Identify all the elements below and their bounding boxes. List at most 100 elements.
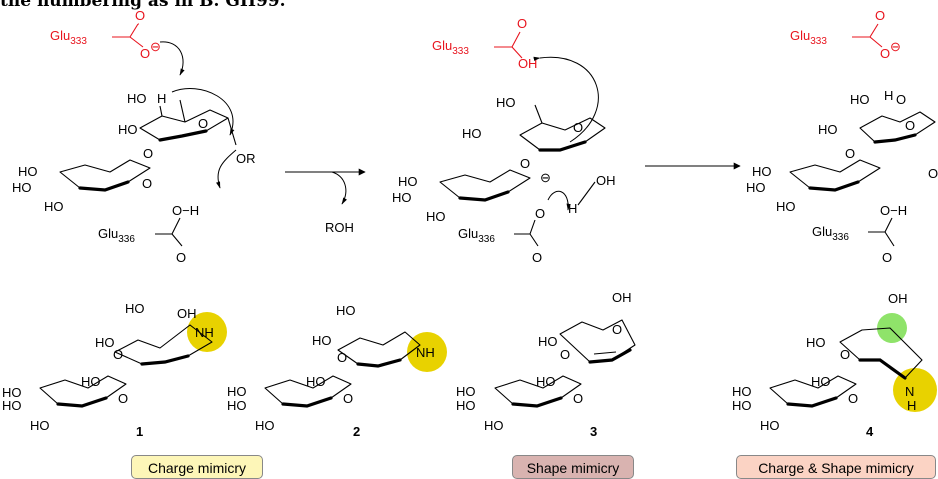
svg-text:O: O [532, 250, 542, 265]
svg-text:HO: HO [456, 398, 476, 413]
shape-spot [877, 313, 907, 343]
svg-text:NH: NH [416, 345, 435, 360]
svg-text:O: O [880, 46, 890, 61]
intermediate-structure: Glu333 O O H HO HO O O HO HO HO ⊖ H OH G… [392, 16, 616, 265]
svg-text:OH: OH [596, 173, 616, 188]
svg-text:HO: HO [44, 199, 64, 214]
svg-text:HO: HO [18, 164, 38, 179]
compound-2: HO NH HO O HO HO HO HO O 2 [227, 303, 447, 439]
shape-mimicry-tag: Shape mimicry [512, 455, 634, 479]
svg-text:HO: HO [255, 418, 275, 433]
svg-text:H: H [568, 201, 577, 216]
svg-text:O: O [848, 391, 858, 406]
svg-text:O: O [135, 8, 145, 23]
svg-text:O: O [140, 46, 150, 61]
svg-text:HO: HO [127, 91, 147, 106]
svg-text:O: O [560, 347, 570, 362]
svg-text:HO: HO [426, 209, 446, 224]
svg-text:HO: HO [538, 334, 558, 349]
svg-text:O: O [142, 176, 152, 191]
svg-text:H: H [157, 91, 166, 106]
svg-text:O−H: O−H [172, 203, 199, 218]
substrate-structure: Glu333 O O ⊖ HO H HO O OR O HO HO H [12, 8, 256, 265]
svg-text:Glu336: Glu336 [812, 224, 849, 243]
svg-text:O: O [520, 156, 530, 171]
svg-text:HO: HO [118, 122, 138, 137]
svg-text:O: O [882, 250, 892, 265]
charge-spot [187, 312, 227, 352]
svg-text:NH: NH [195, 325, 214, 340]
svg-text:HO: HO [392, 190, 412, 205]
svg-text:H: H [884, 88, 893, 103]
svg-text:O: O [337, 350, 347, 365]
svg-text:HO: HO [760, 418, 780, 433]
svg-text:Glu333: Glu333 [50, 28, 87, 47]
svg-text:HO: HO [336, 303, 356, 318]
charge-mimicry-tag: Charge mimicry [131, 455, 263, 479]
svg-text:⊖: ⊖ [540, 170, 551, 185]
svg-text:Glu333: Glu333 [432, 38, 469, 57]
svg-text:N: N [905, 384, 914, 399]
svg-text:HO: HO [81, 374, 101, 389]
svg-text:OH: OH [612, 290, 632, 305]
svg-text:HO: HO [536, 374, 556, 389]
svg-text:O: O [840, 347, 850, 362]
svg-text:O: O [198, 116, 208, 131]
svg-text:HO: HO [746, 180, 766, 195]
svg-text:H: H [528, 56, 537, 71]
compound-number: 2 [353, 424, 360, 439]
compound-4: OH N H HO O HO HO HO HO O 4 [732, 291, 937, 439]
svg-text:HO: HO [732, 384, 752, 399]
compound-number: 1 [136, 424, 143, 439]
svg-text:HO: HO [227, 384, 247, 399]
svg-text:HO: HO [227, 398, 247, 413]
svg-text:HO: HO [125, 301, 145, 316]
svg-text:OR: OR [236, 151, 256, 166]
svg-text:OH: OH [928, 166, 938, 181]
svg-text:HO: HO [95, 335, 115, 350]
svg-text:HO: HO [818, 122, 838, 137]
svg-text:H: H [907, 398, 916, 413]
svg-text:HO: HO [306, 374, 326, 389]
svg-text:O: O [113, 347, 123, 362]
svg-text:HO: HO [462, 126, 482, 141]
svg-text:HO: HO [806, 335, 826, 350]
svg-text:Glu336: Glu336 [458, 226, 495, 245]
svg-text:Glu333: Glu333 [790, 28, 827, 47]
svg-text:HO: HO [30, 418, 50, 433]
svg-text:O: O [517, 16, 527, 31]
svg-text:O: O [573, 120, 583, 135]
svg-text:HO: HO [496, 95, 516, 110]
svg-text:HO: HO [312, 333, 332, 348]
svg-text:O: O [875, 8, 885, 23]
svg-text:HO: HO [811, 374, 831, 389]
svg-text:O: O [176, 250, 186, 265]
compound-1: HO OH NH HO O HO HO HO HO O 1 [2, 301, 227, 439]
svg-text:HO: HO [752, 164, 772, 179]
svg-text:OH: OH [888, 291, 908, 306]
svg-text:⊖: ⊖ [890, 39, 901, 54]
charge-shape-mimicry-tag: Charge & Shape mimicry [736, 455, 936, 479]
svg-text:HO: HO [484, 418, 504, 433]
svg-text:O: O [905, 118, 915, 133]
compound-3: OH O HO O HO HO HO HO O 3 [456, 290, 636, 439]
product-structure: Glu333 O O ⊖ HO H O HO O OH O HO HO HO G… [746, 8, 938, 265]
svg-text:HO: HO [12, 180, 32, 195]
svg-text:O: O [535, 206, 545, 221]
svg-text:HO: HO [2, 398, 22, 413]
svg-text:O: O [573, 391, 583, 406]
svg-text:⊖: ⊖ [150, 39, 161, 54]
svg-text:OH: OH [177, 306, 197, 321]
svg-text:HO: HO [732, 398, 752, 413]
svg-text:HO: HO [2, 385, 22, 400]
svg-text:O: O [896, 92, 906, 107]
svg-text:O: O [118, 391, 128, 406]
svg-text:O−H: O−H [880, 203, 907, 218]
svg-text:Glu336: Glu336 [98, 226, 135, 245]
svg-text:O: O [845, 146, 855, 161]
svg-text:O: O [343, 391, 353, 406]
svg-text:HO: HO [850, 92, 870, 107]
svg-text:HO: HO [456, 384, 476, 399]
svg-text:HO: HO [776, 199, 796, 214]
